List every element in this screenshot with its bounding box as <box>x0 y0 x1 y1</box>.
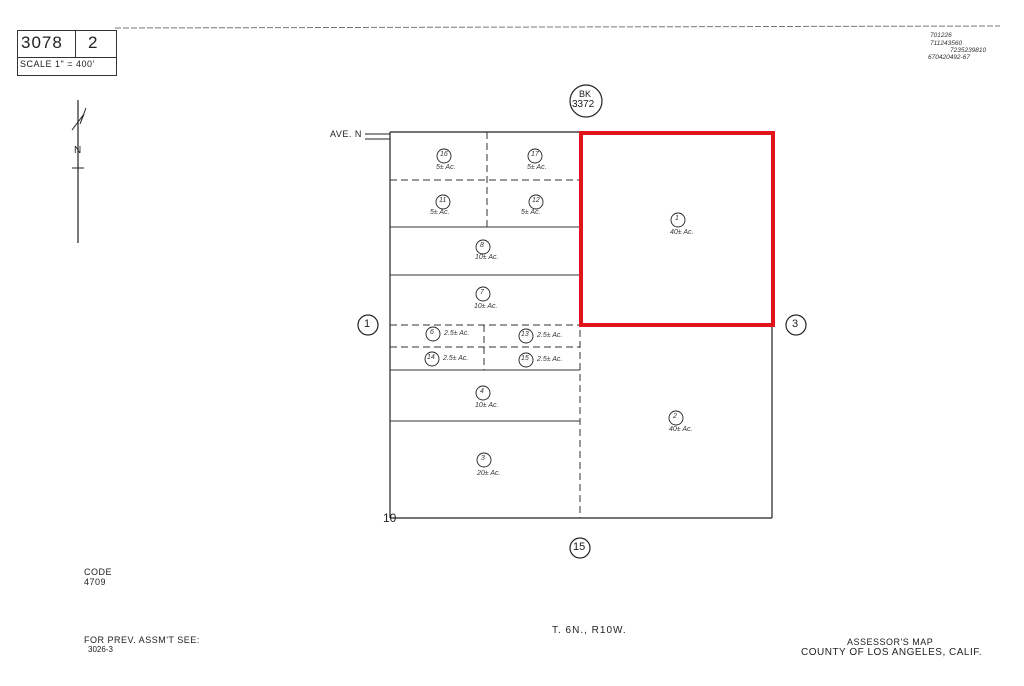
parcel-id: 1 <box>675 215 679 222</box>
revision-2: 711243560 <box>930 40 963 47</box>
parcel-area: 20± Ac. <box>477 470 501 477</box>
book-ref-prefix: BK <box>579 89 592 99</box>
parcel-id: 16 <box>440 151 448 158</box>
prev-assessment-label: FOR PREV. ASSM'T SEE: <box>84 635 200 645</box>
parcel-id: 4 <box>480 388 484 395</box>
parcel-area: 10± Ac. <box>474 303 498 310</box>
parcel-id: 6 <box>430 329 434 336</box>
street-name: AVE. N <box>330 129 362 139</box>
parcel-lines-solid <box>390 179 580 422</box>
section-corner: 10 <box>383 511 397 525</box>
revision-4: 670420492-67 <box>928 54 970 61</box>
parcel-id: 2 <box>673 413 677 420</box>
north-label: N <box>74 145 82 156</box>
parcel-area: 10± Ac. <box>475 402 499 409</box>
township-range: T. 6N., R10W. <box>552 625 627 636</box>
adjacent-east-circle <box>785 314 807 336</box>
parcel-id: 8 <box>480 242 484 249</box>
prev-assessment-value: 3026-3 <box>88 645 113 654</box>
adjacent-page-west: 1 <box>364 318 371 330</box>
parcel-area: 5± Ac. <box>436 164 456 171</box>
book-ref-number: 3372 <box>572 99 595 110</box>
parcel-id-circles <box>424 148 686 468</box>
parcel-area: 10± Ac. <box>475 254 499 261</box>
parcel-id: 12 <box>532 197 540 204</box>
map-scale: SCALE 1" = 400' <box>20 59 95 69</box>
north-arrow-icon <box>71 100 87 243</box>
parcel-area: 2.5± Ac. <box>444 330 470 337</box>
parcel-area: 40± Ac. <box>670 229 694 236</box>
parcel-id: 7 <box>480 289 484 296</box>
adjacent-page-south: 15 <box>573 541 586 553</box>
parcel-id: 11 <box>439 197 447 204</box>
map-title-line2: COUNTY OF LOS ANGELES, CALIF. <box>801 647 983 658</box>
street-line <box>365 133 390 140</box>
parcel-area: 5± Ac. <box>527 164 547 171</box>
map-header: 3078 2 SCALE 1" = 400' <box>17 30 117 76</box>
parcel-id: 17 <box>531 151 539 158</box>
highlight-parcel-1 <box>579 131 775 327</box>
parcel-lines <box>483 132 581 518</box>
code-value: 4709 <box>84 577 107 587</box>
parcel-id: 14 <box>427 354 435 361</box>
revision-1: 701226 <box>930 32 952 39</box>
parcel-area: 2.5± Ac. <box>443 355 469 362</box>
revision-3: 7235239810 <box>950 47 987 54</box>
code-label: CODE <box>84 567 113 577</box>
adjacent-south-circle <box>569 537 591 559</box>
top-border-line <box>114 25 1001 29</box>
parcel-area: 2.5± Ac. <box>537 356 563 363</box>
map-book-number: 3078 <box>21 33 63 52</box>
parcel-id: 3 <box>481 455 485 462</box>
parcel-area: 5± Ac. <box>430 209 450 216</box>
map-title-line1: ASSESSOR'S MAP <box>847 637 934 647</box>
parcel-area: 40± Ac. <box>669 426 693 433</box>
parcel-id: 13 <box>521 331 529 338</box>
parcel-area: 2.5± Ac. <box>537 332 563 339</box>
parcel-area: 5± Ac. <box>521 209 541 216</box>
parcel-id: 15 <box>521 355 529 362</box>
map-page-number: 2 <box>88 33 99 52</box>
adjacent-west-circle <box>357 314 379 336</box>
book-ref-circle <box>569 84 603 118</box>
adjacent-page-east: 3 <box>792 318 799 330</box>
